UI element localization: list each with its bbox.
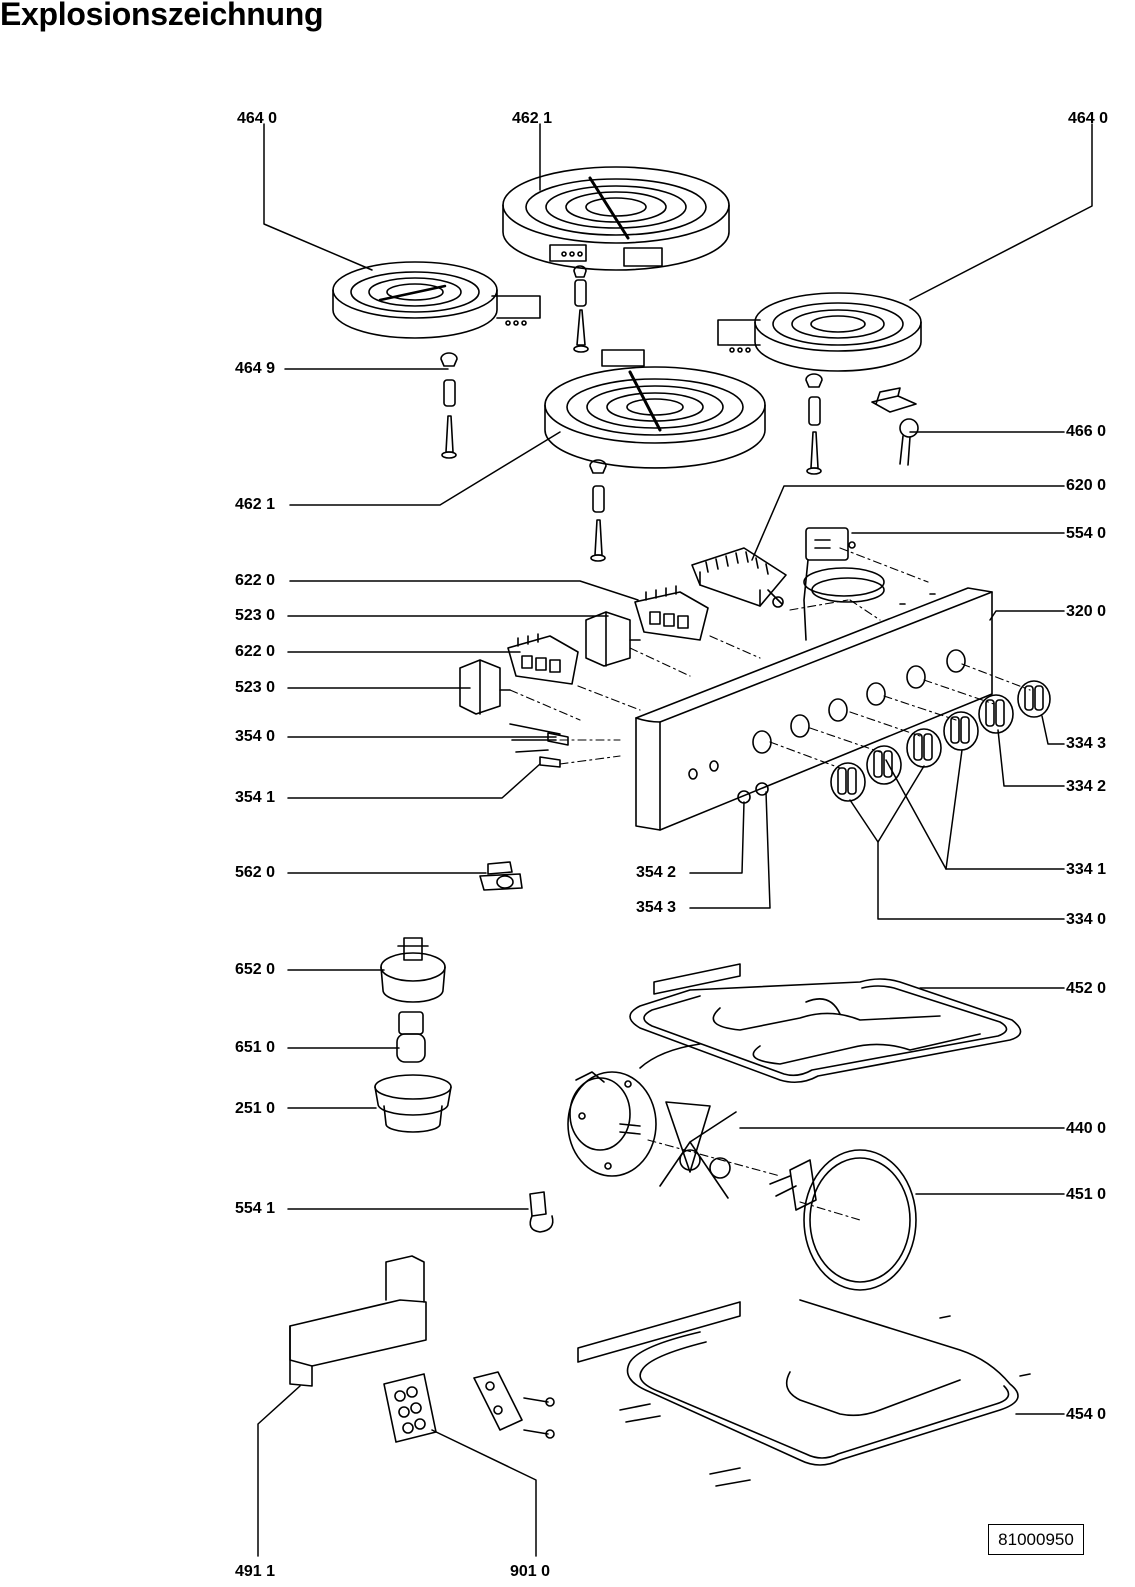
grill-element	[629, 963, 1022, 1084]
callout-523-0-upper: 523 0	[235, 607, 275, 624]
callout-454-0: 454 0	[1066, 1406, 1106, 1423]
callout-652-0: 652 0	[235, 961, 275, 978]
callout-620-0: 620 0	[1066, 477, 1106, 494]
control-panel	[635, 587, 993, 831]
callout-labels: 464 0 462 1 464 0 464 9 466 0 462 1 620 …	[235, 110, 1108, 1580]
fixing-screws	[440, 265, 823, 562]
indicator-lamp	[871, 387, 919, 466]
switches-regulators	[459, 585, 709, 715]
control-knobs	[830, 680, 1051, 802]
drawing-number-box: 81000950	[988, 1524, 1084, 1555]
callout-334-3: 334 3	[1066, 735, 1106, 752]
fan-motor	[567, 1071, 737, 1199]
callout-464-9: 464 9	[235, 360, 275, 377]
sensor-clip	[529, 1191, 554, 1233]
lamp-leads	[509, 723, 569, 768]
leader-lines	[257, 123, 1093, 1557]
hotplate-top-right	[717, 292, 922, 372]
callout-901-0: 901 0	[510, 1563, 550, 1580]
callout-451-0: 451 0	[1066, 1186, 1106, 1203]
assembly-lines	[509, 547, 1031, 1221]
callout-354-2: 354 2	[636, 864, 676, 881]
callout-354-0: 354 0	[235, 728, 275, 745]
oven-lamp-assembly	[374, 937, 452, 1133]
callout-466-0: 466 0	[1066, 423, 1106, 440]
callout-462-1-mid: 462 1	[235, 496, 275, 513]
callout-622-0-lower: 622 0	[235, 643, 275, 660]
cover-bracket	[289, 1255, 427, 1387]
callout-622-0-upper: 622 0	[235, 572, 275, 589]
callout-464-0-right: 464 0	[1068, 110, 1108, 127]
callout-354-1: 354 1	[235, 789, 275, 806]
hotplate-top-center	[502, 166, 730, 271]
callout-562-0: 562 0	[235, 864, 275, 881]
circular-element	[769, 1149, 917, 1291]
callout-464-0-left: 464 0	[237, 110, 277, 127]
callout-251-0: 251 0	[235, 1100, 275, 1117]
callout-554-0: 554 0	[1066, 525, 1106, 542]
terminal-block	[383, 1371, 555, 1443]
hotplate-mid	[544, 349, 766, 469]
callout-334-0: 334 0	[1066, 911, 1106, 928]
hotplate-top-left	[332, 261, 541, 339]
selector-switch	[691, 547, 787, 608]
callout-452-0: 452 0	[1066, 980, 1106, 997]
callout-523-0-lower: 523 0	[235, 679, 275, 696]
callout-462-1-top: 462 1	[512, 110, 552, 127]
callout-440-0: 440 0	[1066, 1120, 1106, 1137]
callout-491-1: 491 1	[235, 1563, 275, 1580]
bracket-clip	[479, 861, 523, 891]
callout-334-1: 334 1	[1066, 861, 1106, 878]
bottom-element	[577, 1299, 1031, 1487]
callout-354-3: 354 3	[636, 899, 676, 916]
callout-651-0: 651 0	[235, 1039, 275, 1056]
thermostat	[803, 527, 885, 641]
callout-334-2: 334 2	[1066, 778, 1106, 795]
callout-320-0: 320 0	[1066, 603, 1106, 620]
page-title: Explosionszeichnung	[0, 0, 324, 32]
callout-554-1: 554 1	[235, 1200, 275, 1217]
